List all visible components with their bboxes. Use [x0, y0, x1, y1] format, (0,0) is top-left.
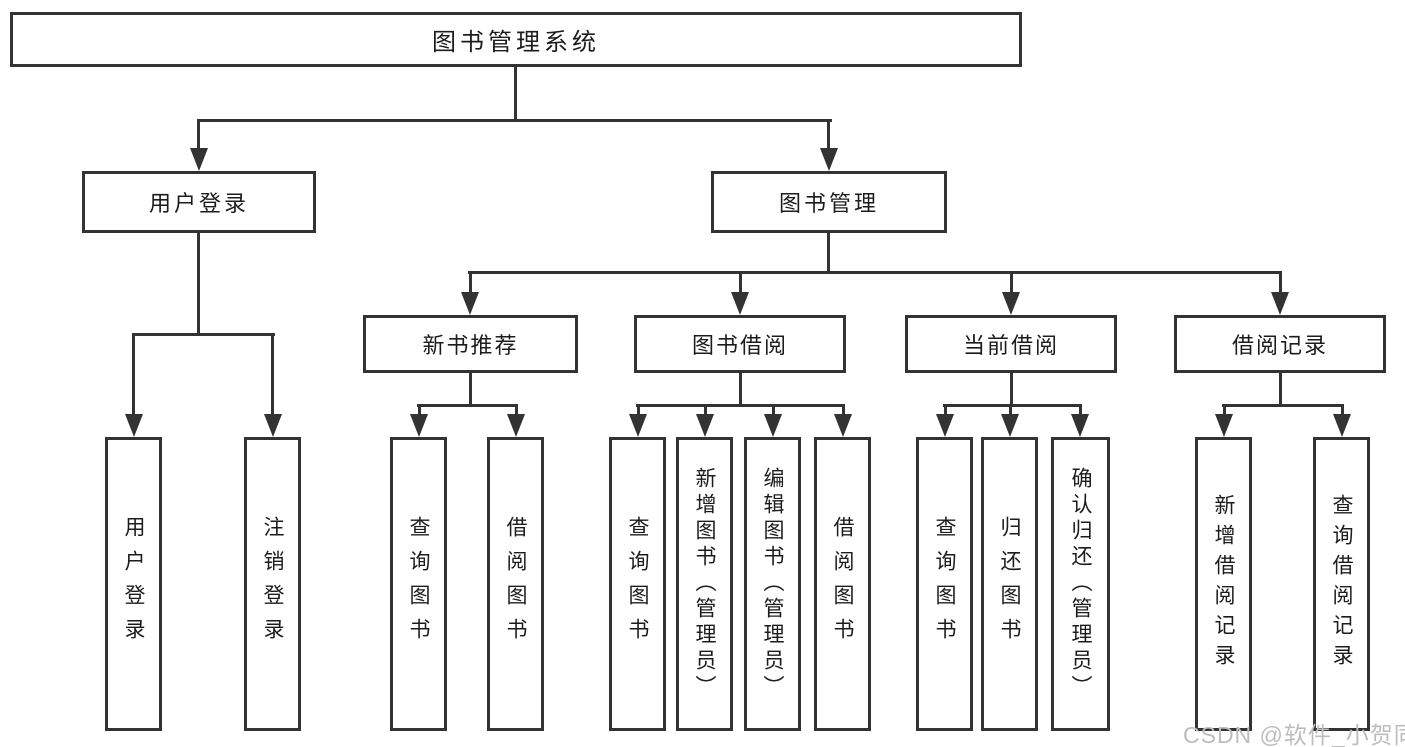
connector-drop-leaf	[1341, 404, 1344, 418]
arrow-down-icon	[1071, 414, 1089, 437]
connector-drop-leaf	[842, 404, 845, 418]
connector-drop-new-book	[469, 271, 472, 296]
arrow-down-icon	[461, 292, 479, 315]
arrow-down-icon	[1215, 414, 1233, 437]
connector-user-login-stem	[197, 233, 200, 335]
leaf-label: 用户登录	[122, 516, 145, 652]
connector-drop-book-borrow	[739, 271, 742, 296]
arrow-down-icon	[410, 414, 428, 437]
node-label: 新书推荐	[422, 333, 519, 358]
node-book-borrow: 图书借阅	[634, 315, 846, 373]
leaf-borrow-books: 借阅图书	[814, 437, 871, 731]
connector-drop-leaf	[418, 404, 421, 418]
leaf-label: 借阅图书	[504, 516, 527, 652]
connector-drop-leaf	[637, 404, 640, 418]
connector-borrow-records-stem	[1279, 373, 1282, 406]
connector-drop-book-mgmt	[827, 119, 830, 152]
leaf-label: 查询图书	[933, 516, 956, 652]
connector-drop-login-leaf	[132, 333, 135, 418]
arrow-down-icon	[264, 414, 282, 437]
leaf-label: 确认归还（管理员）	[1069, 467, 1092, 701]
connector-drop-leaf	[772, 404, 775, 418]
node-user-login: 用户登录	[82, 171, 316, 233]
connector-drop-leaf	[944, 404, 947, 418]
leaf-label: 查询图书	[407, 516, 430, 652]
leaf-label: 借阅图书	[831, 516, 854, 652]
arrow-down-icon	[507, 414, 525, 437]
arrow-down-icon	[936, 414, 954, 437]
arrow-down-icon	[1271, 292, 1289, 315]
connector-book-borrow-stem	[739, 373, 742, 406]
connector-drop-leaf	[1223, 404, 1226, 418]
connector-bus-level3	[468, 271, 1282, 274]
connector-drop-leaf	[1009, 404, 1012, 418]
node-label: 借阅记录	[1231, 333, 1328, 358]
leaf-confirm-return-admin: 确认归还（管理员）	[1051, 437, 1110, 731]
connector-bus-current-borrow	[943, 404, 1082, 407]
arrow-down-icon	[764, 414, 782, 437]
node-borrow-records: 借阅记录	[1174, 315, 1386, 373]
arrow-down-icon	[1333, 414, 1351, 437]
connector-drop-current-borrow	[1010, 271, 1013, 296]
arrow-down-icon	[834, 414, 852, 437]
arrow-down-icon	[696, 414, 714, 437]
connector-drop-leaf	[704, 404, 707, 418]
connector-bus-new-book	[417, 404, 518, 407]
connector-root-stem	[514, 67, 517, 120]
node-label: 用户登录	[148, 191, 249, 216]
connector-drop-leaf	[1079, 404, 1082, 418]
node-label: 图书管理	[778, 191, 879, 216]
csdn-watermark: CSDN @软件_小贺同学	[1183, 722, 1405, 747]
leaf-add-books-admin: 新增图书（管理员）	[676, 437, 733, 731]
leaf-query-books-current: 查询图书	[916, 437, 973, 731]
leaf-query-borrow-record: 查询借阅记录	[1313, 437, 1370, 731]
connector-bus-book-borrow	[636, 404, 845, 407]
arrow-down-icon	[820, 148, 838, 171]
leaf-borrow-books-recommend: 借阅图书	[487, 437, 544, 731]
node-book-mgmt: 图书管理	[711, 171, 947, 233]
leaf-return-books: 归还图书	[981, 437, 1038, 731]
node-label: 图书管理系统	[432, 29, 600, 56]
connector-new-book-stem	[469, 373, 472, 406]
connector-book-mgmt-stem	[827, 233, 830, 273]
connector-drop-leaf	[515, 404, 518, 418]
leaf-edit-books-admin: 编辑图书（管理员）	[744, 437, 801, 731]
connector-drop-borrow-records	[1279, 271, 1282, 296]
leaf-label: 新增图书（管理员）	[693, 467, 716, 701]
leaf-label: 查询借阅记录	[1330, 494, 1353, 674]
leaf-user-login: 用户登录	[105, 437, 162, 731]
leaf-label: 新增借阅记录	[1212, 494, 1235, 674]
leaf-label: 查询图书	[626, 516, 649, 652]
connector-bus-user-login	[132, 333, 275, 336]
connector-drop-user-login	[197, 119, 200, 152]
node-current-borrow: 当前借阅	[905, 315, 1117, 373]
connector-drop-logout-leaf	[271, 333, 274, 418]
connector-current-borrow-stem	[1010, 373, 1013, 406]
node-library-system: 图书管理系统	[10, 12, 1022, 67]
arrow-down-icon	[1002, 292, 1020, 315]
node-new-book-recommend: 新书推荐	[363, 315, 578, 373]
node-label: 图书借阅	[691, 333, 788, 358]
arrow-down-icon	[1001, 414, 1019, 437]
leaf-query-books-borrow: 查询图书	[609, 437, 666, 731]
arrow-down-icon	[125, 414, 143, 437]
arrow-down-icon	[731, 292, 749, 315]
leaf-label: 注销登录	[261, 516, 284, 652]
node-label: 当前借阅	[962, 333, 1059, 358]
connector-bus-level2	[197, 119, 832, 122]
leaf-add-borrow-record: 新增借阅记录	[1195, 437, 1252, 731]
leaf-label: 编辑图书（管理员）	[761, 467, 784, 701]
arrow-down-icon	[629, 414, 647, 437]
leaf-label: 归还图书	[998, 516, 1021, 652]
leaf-logout: 注销登录	[244, 437, 301, 731]
arrow-down-icon	[190, 148, 208, 171]
leaf-query-books-recommend: 查询图书	[390, 437, 447, 731]
connector-bus-borrow-records	[1222, 404, 1344, 407]
